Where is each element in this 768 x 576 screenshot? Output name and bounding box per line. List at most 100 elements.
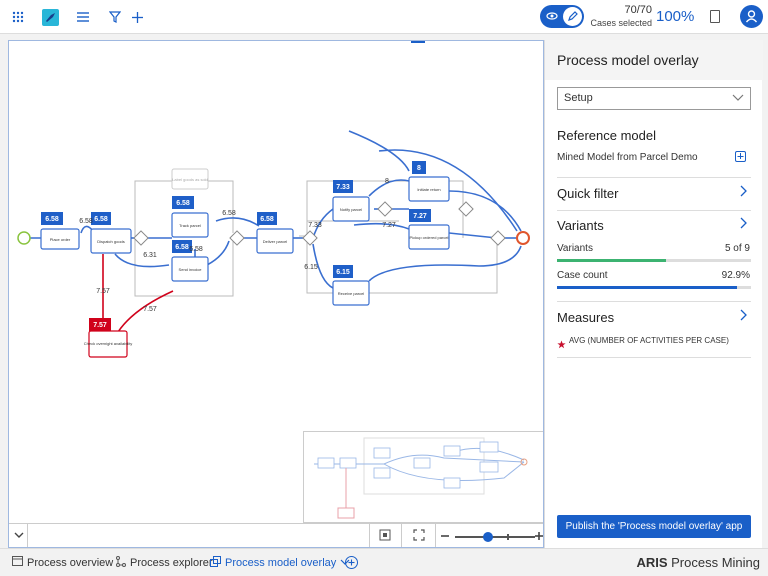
gateway-1 bbox=[133, 230, 149, 246]
panel-header bbox=[545, 40, 763, 80]
activity-receive-parcel[interactable] bbox=[332, 280, 370, 306]
edge-label-8: 6.15 bbox=[304, 264, 318, 271]
zoom-slider-thumb[interactable] bbox=[483, 532, 493, 542]
activity-pickup-parcel[interactable] bbox=[408, 224, 450, 250]
bookmark-icon[interactable] bbox=[710, 10, 720, 23]
activity-dispatch-goods[interactable] bbox=[90, 228, 132, 254]
overlay-toggle[interactable] bbox=[540, 5, 584, 28]
edge-label-4: 6.31 bbox=[143, 252, 157, 259]
badge-track-value: 6.58 bbox=[176, 200, 190, 207]
gateway-3 bbox=[302, 230, 318, 246]
badge-receive bbox=[333, 265, 353, 278]
overview-icon bbox=[12, 556, 23, 569]
zoom-slider[interactable] bbox=[455, 532, 535, 542]
canvas-resize-handle[interactable] bbox=[411, 41, 425, 43]
mode-select[interactable]: Setup bbox=[557, 87, 751, 110]
app-logo-icon[interactable] bbox=[41, 8, 59, 26]
process-model-diagram: Place order Dispatch goods Label goods a… bbox=[17, 130, 530, 358]
edge-label-6: 8 bbox=[385, 178, 389, 185]
add-tab-icon[interactable] bbox=[345, 556, 358, 569]
activity-track-parcel[interactable] bbox=[171, 212, 209, 238]
badge-place bbox=[41, 212, 63, 225]
reference-model-title: Reference model bbox=[557, 128, 656, 143]
pencil-icon bbox=[563, 7, 582, 26]
edge-label-2: 6.58 bbox=[222, 210, 236, 217]
menu-icon[interactable] bbox=[74, 8, 92, 26]
measures-title[interactable]: Measures bbox=[557, 310, 615, 325]
badge-track bbox=[172, 196, 194, 209]
zoom-out-icon[interactable] bbox=[437, 529, 453, 545]
overlay-icon bbox=[210, 556, 221, 570]
chevron-right-icon[interactable] bbox=[740, 308, 748, 325]
gateway-6 bbox=[490, 230, 506, 246]
tab-process-explorer[interactable]: Process explorer bbox=[116, 556, 213, 570]
reference-model-value: Mined Model from Parcel Demo bbox=[557, 152, 698, 163]
panel-title: Process model overlay bbox=[557, 52, 699, 68]
cases-selected[interactable]: 70/70 Cases selected bbox=[590, 4, 652, 30]
tab-process-explorer-label: Process explorer bbox=[130, 557, 213, 569]
chevron-right-icon[interactable] bbox=[740, 184, 748, 201]
edge-label-5: 7.33 bbox=[308, 222, 322, 229]
quick-filter-title[interactable]: Quick filter bbox=[557, 186, 619, 201]
activity-send-invoice[interactable] bbox=[171, 256, 209, 282]
badge-place-value: 6.58 bbox=[45, 216, 59, 223]
variants-label: Variants bbox=[557, 243, 593, 254]
cases-count: 70/70 bbox=[624, 4, 652, 16]
edge-label-10: 7.57 bbox=[143, 306, 157, 313]
variants-bar-fill bbox=[557, 259, 666, 262]
badge-invoice-value: 6.58 bbox=[175, 244, 189, 251]
badge-dispatch-value: 6.58 bbox=[94, 216, 108, 223]
brand-logo: ARIS Process Mining bbox=[636, 555, 760, 570]
activity-initiate-return[interactable] bbox=[408, 176, 450, 202]
minimap-diagram bbox=[314, 437, 528, 519]
activity-send-invoice-label: Send invoice bbox=[179, 267, 203, 272]
process-model-canvas[interactable]: Place order Dispatch goods Label goods a… bbox=[8, 40, 544, 548]
app-grid-icon[interactable] bbox=[9, 8, 27, 26]
start-event[interactable] bbox=[17, 231, 31, 245]
case-count-value: 92.9% bbox=[721, 270, 750, 281]
chevron-down-icon bbox=[732, 90, 744, 107]
filter-icon[interactable] bbox=[106, 8, 124, 26]
eye-icon bbox=[546, 10, 558, 22]
chevron-down-icon[interactable] bbox=[11, 529, 27, 545]
badge-receive-value: 6.15 bbox=[336, 269, 350, 276]
variants-title[interactable]: Variants bbox=[557, 218, 604, 233]
tab-process-overview[interactable]: Process overview bbox=[12, 556, 113, 569]
case-count-label: Case count bbox=[557, 270, 608, 281]
gateway-4 bbox=[377, 201, 393, 217]
import-model-icon[interactable] bbox=[735, 151, 746, 162]
minimap[interactable] bbox=[303, 431, 543, 523]
add-icon[interactable] bbox=[128, 8, 146, 26]
badge-pickup bbox=[409, 209, 431, 222]
activity-receive-parcel-label: Receive parcel bbox=[338, 291, 365, 296]
badge-deliver-value: 6.58 bbox=[260, 216, 274, 223]
activity-notify-parcel[interactable] bbox=[332, 196, 370, 222]
brand-bold: ARIS bbox=[636, 555, 668, 570]
measure-item: AVG (NUMBER OF ACTIVITIES PER CASE) bbox=[569, 336, 729, 345]
badge-notify-value: 7.33 bbox=[336, 184, 350, 191]
end-event[interactable] bbox=[516, 231, 530, 245]
bottom-bar: Process overview Process explorer Proces… bbox=[0, 548, 768, 576]
user-avatar-icon[interactable] bbox=[740, 5, 763, 28]
badge-check bbox=[89, 318, 111, 331]
badge-check-value: 7.57 bbox=[93, 322, 107, 329]
tab-process-model-overlay[interactable]: Process model overlay bbox=[210, 556, 350, 570]
zoom-in-icon[interactable] bbox=[531, 529, 543, 545]
activity-ghost[interactable] bbox=[171, 168, 209, 190]
fit-to-screen-icon[interactable] bbox=[377, 529, 393, 545]
badge-invoice bbox=[172, 240, 192, 253]
case-count-bar bbox=[557, 286, 751, 289]
activity-place-order-label: Place order bbox=[50, 237, 71, 242]
activity-deliver-parcel[interactable] bbox=[256, 228, 294, 254]
explorer-icon bbox=[116, 556, 126, 570]
publish-button[interactable]: Publish the 'Process model overlay' app bbox=[557, 515, 751, 538]
edge-label-9: 7.57 bbox=[96, 288, 110, 295]
badge-notify bbox=[333, 180, 353, 193]
badge-initiate bbox=[412, 161, 426, 174]
gateway-2 bbox=[229, 230, 245, 246]
activity-place-order[interactable] bbox=[40, 228, 80, 250]
brand-rest: Process Mining bbox=[667, 555, 760, 570]
chevron-right-icon[interactable] bbox=[740, 216, 748, 233]
fullscreen-icon[interactable] bbox=[411, 529, 427, 545]
top-bar: 70/70 Cases selected 100% bbox=[0, 0, 768, 34]
